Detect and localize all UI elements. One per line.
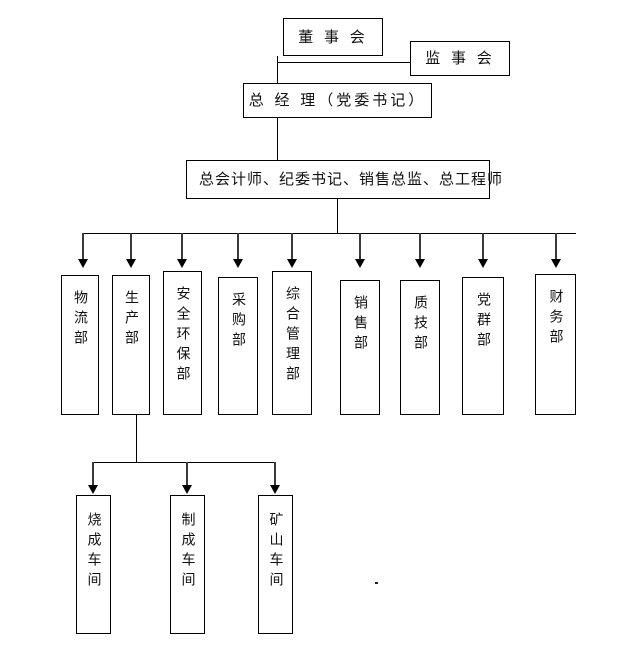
arrow-to-department-7 [419,233,421,260]
department-box-quality-tech[interactable]: 质技部 [400,280,440,415]
scan-artifact-dot [375,582,378,584]
department-label: 销售部 [352,295,368,355]
arrow-to-department-6 [359,233,361,260]
workshop-box-sintering[interactable]: 烧成车间 [76,495,111,634]
department-box-general-mgmt[interactable]: 综合管理部 [272,271,312,415]
department-box-purchasing[interactable]: 采购部 [218,277,258,415]
department-label: 安全环保部 [174,286,191,386]
department-box-sales[interactable]: 销售部 [340,280,380,415]
connector-executives-down [337,199,338,234]
arrow-to-department-8 [482,233,484,260]
connector-board-down [277,56,278,83]
workshop-label: 矿山车间 [267,512,284,592]
department-label: 生产部 [123,290,139,350]
department-label: 采购部 [230,292,246,352]
executives-label: 总会计师、纪委书记、销售总监、总工程师 [199,170,504,189]
connector-production-down [136,415,137,462]
arrow-to-department-4 [237,233,239,260]
arrow-to-workshop-3 [274,462,276,486]
board-of-directors-label: 董 事 会 [298,27,368,46]
workshop-box-mine[interactable]: 矿山车间 [258,495,293,634]
department-box-production[interactable]: 生产部 [112,275,150,415]
department-box-logistics[interactable]: 物流部 [61,275,99,415]
arrow-to-department-2 [130,233,132,260]
workshop-label: 烧成车间 [85,512,102,592]
connector-board-to-supervisors [277,62,410,63]
workshop-label: 制成车间 [179,512,196,592]
department-label: 财务部 [547,289,564,349]
department-bus-line [83,233,576,234]
board-of-directors-box[interactable]: 董 事 会 [283,18,383,56]
connector-gm-to-executives [277,118,278,160]
department-label: 综合管理部 [284,286,300,386]
department-label: 质技部 [412,295,428,355]
arrow-to-department-9 [555,233,557,260]
executives-box[interactable]: 总会计师、纪委书记、销售总监、总工程师 [186,160,502,199]
arrow-to-department-1 [82,233,84,260]
department-box-safety-env[interactable]: 安全环保部 [163,271,202,415]
arrow-to-workshop-1 [92,462,94,486]
general-manager-box[interactable]: 总 经 理（党委书记） [243,83,432,118]
department-box-party-mass[interactable]: 党群部 [462,277,504,415]
department-label: 党群部 [475,292,491,352]
department-box-finance[interactable]: 财务部 [535,274,576,415]
workshop-bus-line [93,462,275,463]
workshop-box-finishing[interactable]: 制成车间 [170,495,205,634]
arrow-to-department-3 [181,233,183,260]
arrow-to-department-5 [291,233,293,260]
department-label: 物流部 [72,290,88,350]
arrow-to-workshop-2 [186,462,188,486]
board-of-supervisors-box[interactable]: 监 事 会 [410,41,510,76]
board-of-supervisors-label: 监 事 会 [425,49,495,68]
general-manager-label: 总 经 理（党委书记） [248,91,427,110]
